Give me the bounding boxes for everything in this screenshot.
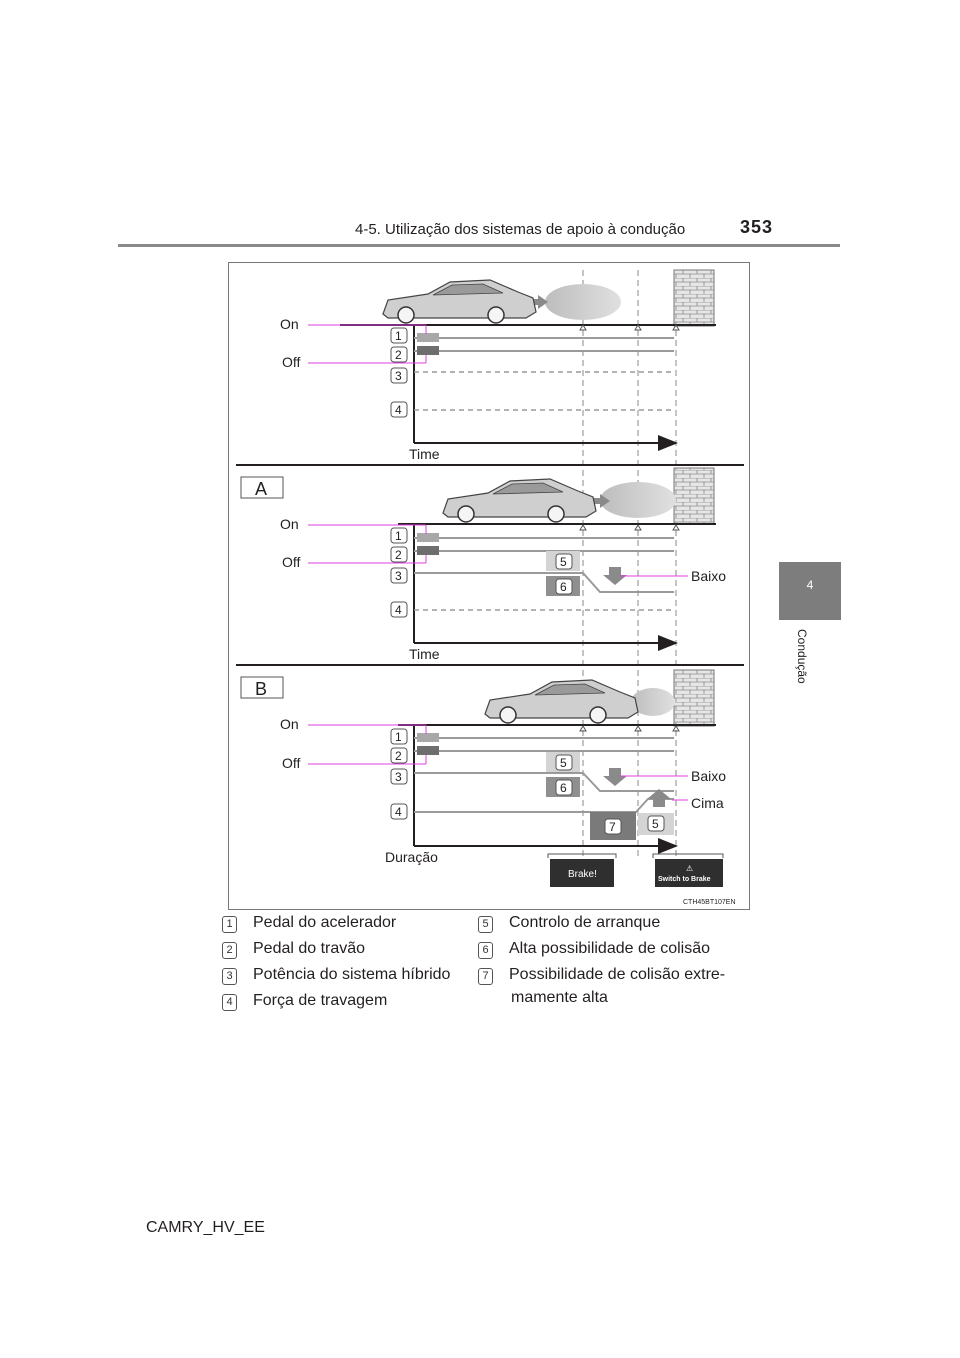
svg-text:Baixo: Baixo [691, 768, 726, 784]
svg-text:3: 3 [395, 369, 402, 383]
svg-text:2: 2 [395, 348, 402, 362]
panel-a-label: A [255, 479, 267, 499]
wall [673, 669, 715, 727]
chapter-label: Condução [795, 629, 809, 684]
svg-text:1: 1 [395, 529, 402, 543]
svg-text:2: 2 [395, 749, 402, 763]
svg-text:2: 2 [395, 548, 402, 562]
chapter-tab [779, 562, 841, 620]
svg-text:5: 5 [560, 756, 567, 770]
off-label: Off [282, 354, 301, 370]
figure-code: CTH45BT107EN [683, 899, 736, 906]
svg-text:7: 7 [609, 820, 616, 834]
svg-text:1: 1 [395, 730, 402, 744]
svg-text:⚠: ⚠ [686, 864, 693, 873]
car-icon [442, 478, 597, 523]
svg-text:On: On [280, 516, 299, 532]
panel-1: On Off Time 1 2 3 4 [280, 269, 716, 462]
svg-text:3: 3 [395, 770, 402, 784]
duration-label: Duração [385, 849, 438, 865]
svg-text:6: 6 [560, 781, 567, 795]
svg-text:Off: Off [282, 554, 301, 570]
svg-text:4: 4 [395, 403, 402, 417]
svg-text:Off: Off [282, 755, 301, 771]
wall [673, 467, 715, 525]
header-rule [118, 244, 840, 247]
svg-text:1: 1 [395, 329, 402, 343]
chapter-number: 4 [806, 578, 814, 592]
svg-text:On: On [280, 716, 299, 732]
panel-b-label: B [255, 679, 267, 699]
pcs-timing-diagram: On Off Time 1 2 3 4 A [228, 262, 750, 910]
svg-text:4: 4 [395, 603, 402, 617]
section-title: 4-5. Utilização dos sistemas de apoio à … [355, 221, 686, 238]
time-label: Time [409, 446, 440, 462]
svg-text:5: 5 [560, 555, 567, 569]
brake-warning-display: Brake! [568, 869, 597, 880]
svg-text:4: 4 [395, 805, 402, 819]
svg-text:5: 5 [652, 817, 659, 831]
svg-text:Time: Time [409, 646, 440, 662]
page-number: 353 [740, 217, 774, 237]
switch-warning-display: Switch to Brake [658, 876, 711, 883]
svg-text:6: 6 [560, 580, 567, 594]
wall [673, 269, 715, 327]
on-label: On [280, 316, 299, 332]
legend-item: mamente alta [511, 989, 608, 1006]
panel-b: B On Off Duração Baixo Cima 5 [240, 669, 726, 887]
cima-label: Cima [691, 795, 724, 811]
model-footer: CAMRY_HV_EE [146, 1219, 265, 1236]
panel-a: A On Off Time Baixo 5 6 [240, 467, 726, 662]
baixo-label: Baixo [691, 568, 726, 584]
car-icon [382, 279, 537, 324]
svg-text:3: 3 [395, 569, 402, 583]
